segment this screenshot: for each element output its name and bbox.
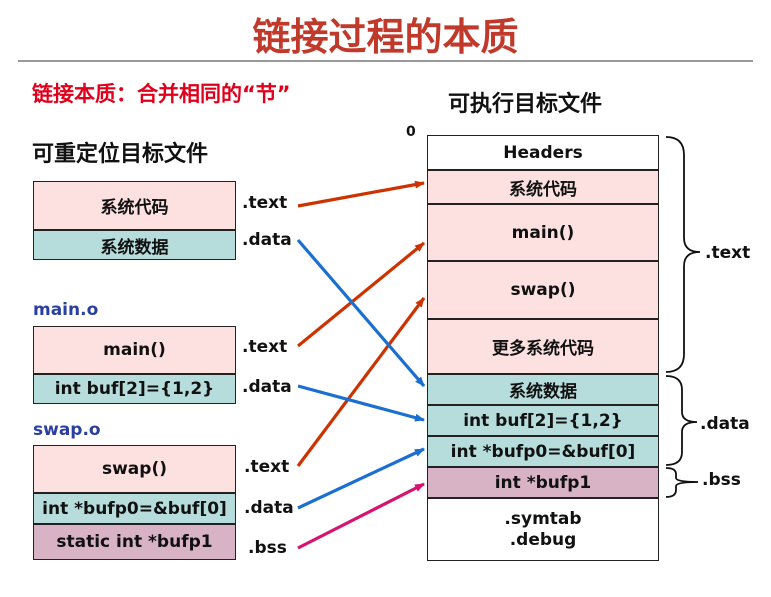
arrow-swap-text xyxy=(296,297,426,467)
subtitle: 链接本质：合并相同的“节” xyxy=(32,82,291,106)
arrow-main-text xyxy=(296,241,426,348)
exe-bufp0-cell: int *bufp0=&buf[0] xyxy=(427,436,659,467)
page-title: 链接过程的本质 xyxy=(252,15,519,59)
exe-system-data-cell: 系统数据 xyxy=(427,374,659,405)
exe-swap-cell: swap() xyxy=(427,261,659,319)
left-system-text-label: .text xyxy=(242,193,288,213)
executable-object-header: 可执行目标文件 xyxy=(448,92,603,117)
arrow-main-data xyxy=(297,384,425,422)
left-swap-data-box: int *bufp0=&buf[0] xyxy=(33,493,236,524)
title-divider xyxy=(18,60,753,62)
exe-bufp1-cell: int *bufp1 xyxy=(427,467,659,498)
exe-debug-line: .debug xyxy=(509,529,577,550)
left-main-code-box: main() xyxy=(33,326,236,374)
exe-symtab-debug-cell: .symtab .debug xyxy=(427,498,659,561)
left-main-data-label: .data xyxy=(242,377,292,397)
address-zero-label: 0 xyxy=(406,124,416,140)
brace-text-label: .text xyxy=(705,243,751,263)
left-main-text-label: .text xyxy=(242,337,288,357)
arrow-system-text xyxy=(297,180,425,208)
swap-o-label: swap.o xyxy=(33,420,101,440)
left-system-data-label: .data xyxy=(242,230,292,250)
brace-text xyxy=(665,136,701,373)
main-o-label: main.o xyxy=(33,300,99,320)
brace-data xyxy=(665,375,698,466)
exe-buf-cell: int buf[2]={1,2} xyxy=(427,405,659,436)
exe-system-code-cell: 系统代码 xyxy=(427,170,659,204)
arrow-system-data xyxy=(296,238,426,388)
left-swap-bss-label: .bss xyxy=(248,538,287,558)
exe-headers-cell: Headers xyxy=(427,135,659,170)
brace-data-label: .data xyxy=(700,414,750,434)
brace-bss xyxy=(665,467,699,498)
exe-symtab-line: .symtab xyxy=(504,508,582,529)
left-system-code-box: 系统代码 xyxy=(33,181,236,230)
brace-bss-label: .bss xyxy=(702,470,741,490)
exe-more-system-code-cell: 更多系统代码 xyxy=(427,319,659,374)
arrow-swap-data xyxy=(297,447,425,510)
left-swap-bss-box: static int *bufp1 xyxy=(33,524,236,560)
exe-main-cell: main() xyxy=(427,204,659,261)
left-swap-code-box: swap() xyxy=(33,445,236,493)
arrow-swap-bss xyxy=(297,482,425,550)
left-swap-text-label: .text xyxy=(244,457,290,477)
left-system-data-box: 系统数据 xyxy=(33,230,236,260)
left-main-data-box: int buf[2]={1,2} xyxy=(33,374,236,404)
relocatable-object-header: 可重定位目标文件 xyxy=(32,142,209,167)
left-swap-data-label: .data xyxy=(244,498,294,518)
